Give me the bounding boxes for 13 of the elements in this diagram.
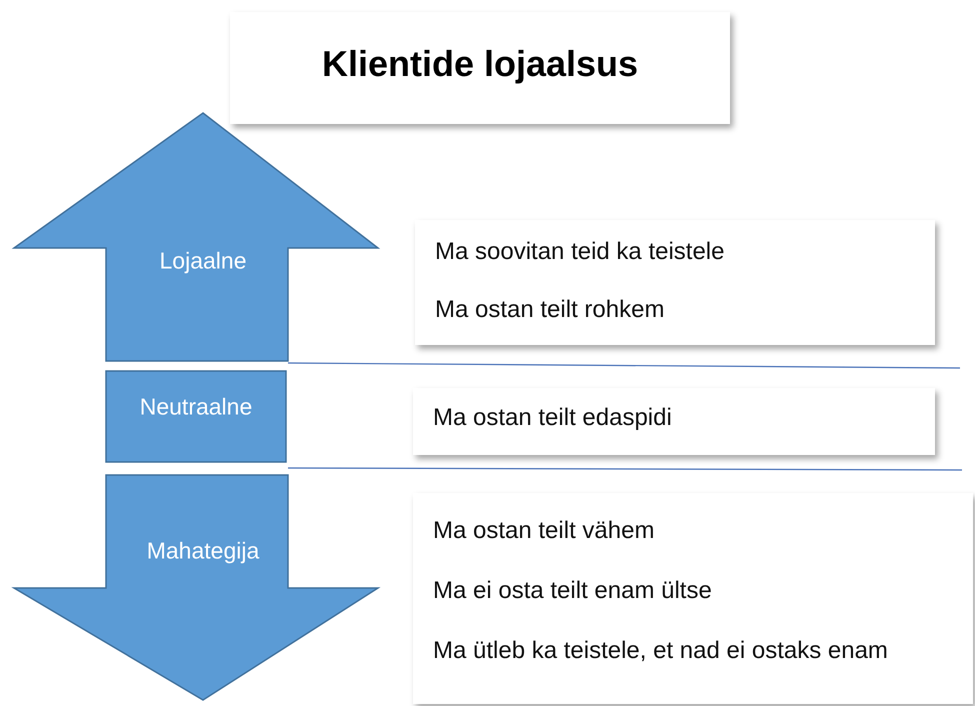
statement-text: Ma soovitan teid ka teistele: [435, 238, 724, 266]
statement-card: [413, 388, 935, 455]
statement-text: Ma ostan teilt edaspidi: [433, 404, 672, 432]
statement-text: Ma ütleb ka teistele, et nad ei ostaks enam: [433, 637, 888, 665]
statement-text: Ma ostan teilt rohkem: [435, 296, 664, 324]
statement-card: [415, 220, 935, 345]
title-text: Klientide lojaalsus: [322, 42, 638, 85]
level-label: Lojaalne: [160, 248, 246, 274]
level-label: Neutraalne: [140, 394, 252, 420]
level-label: Mahategija: [146, 538, 260, 564]
statement-text: Ma ostan teilt vähem: [433, 517, 654, 545]
statement-card: [413, 493, 973, 704]
statement-text: Ma ei osta teilt enam ültse: [433, 577, 712, 605]
